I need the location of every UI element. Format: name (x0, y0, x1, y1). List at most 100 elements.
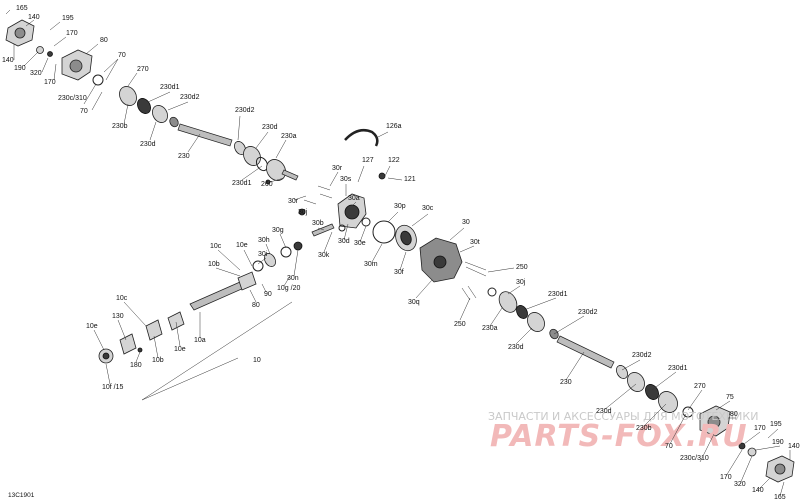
cover-bolts (303, 185, 333, 205)
prop-bearing (293, 241, 303, 251)
lower-outer-boot (627, 372, 645, 392)
lower-seal (487, 287, 497, 297)
callout-230b: 230b (112, 123, 128, 130)
washer (47, 51, 53, 57)
callout-230c-310: 230c/310 (680, 455, 709, 462)
inner-cv-joint (266, 159, 286, 181)
cv-joint-boot-outer (119, 86, 137, 106)
callout-30i: 30i (258, 251, 268, 258)
lower-drive-shaft-assembly (487, 287, 795, 483)
callout-10g-20: 10g /20 (277, 285, 300, 292)
callout-170: 170 (754, 425, 766, 432)
u-joint-yoke (145, 319, 163, 341)
callout-270: 270 (694, 383, 706, 390)
callout-180: 180 (130, 362, 142, 369)
callout-80: 80 (730, 411, 738, 418)
callout-230d1: 230d1 (668, 365, 688, 372)
axle-shaft-lower (556, 335, 615, 369)
callout-230d1: 230d1 (160, 84, 180, 91)
vent-hose (344, 129, 379, 147)
callout-10c: 10c (116, 295, 128, 302)
u-joint-cross (119, 333, 137, 355)
front-differential-assembly (298, 129, 487, 301)
callout-30d: 30d (338, 238, 350, 245)
callout-30t: 30t (470, 239, 480, 246)
vent-fitting (378, 172, 386, 180)
prop-coupler (264, 253, 276, 267)
callout-70: 70 (665, 443, 673, 450)
watermark-logo: PARTS-FOX.RU (490, 419, 748, 454)
cv-clamp-small (169, 116, 179, 128)
housing-bolts (464, 261, 487, 277)
callout-250: 250 (454, 321, 466, 328)
callout-30e: 30e (354, 240, 366, 247)
callout-230d2: 230d2 (632, 352, 652, 359)
prop-washer (280, 246, 292, 258)
callout-10c: 10c (210, 243, 222, 250)
callout-230a: 230a (482, 325, 498, 332)
callout-230d1: 230d1 (232, 180, 252, 187)
callout-30k: 30k (318, 252, 330, 259)
callout-30: 30 (462, 219, 470, 226)
watermark-line: ЗАПЧАСТИ И АКСЕССУАРЫ ДЛЯ МОТОТЕХНИКИ (488, 410, 758, 423)
callout-labels: 165 140 195 170 80 140 190 320 170 70 27… (2, 5, 800, 501)
callout-10e: 10e (236, 242, 248, 249)
nut-ring (36, 46, 44, 54)
callout-250: 250 (516, 264, 528, 271)
cover-bore (344, 204, 360, 220)
callout-122: 122 (388, 157, 400, 164)
lower-washer (738, 442, 746, 450)
lower-hub-center (774, 463, 786, 475)
cv-boot (152, 105, 168, 123)
lower-inner-cv (498, 291, 518, 313)
callout-230d: 230d (596, 408, 612, 415)
knuckle-bore (69, 59, 83, 73)
axle-shaft-upper (177, 123, 233, 147)
callout-320: 320 (734, 481, 746, 488)
callout-170: 170 (720, 474, 732, 481)
callout-140: 140 (752, 487, 764, 494)
lower-outer-cv (658, 391, 678, 413)
callout-230d: 230d (262, 124, 278, 131)
callout-30g: 30g (272, 227, 284, 234)
lower-nut (747, 447, 757, 457)
callout-230d2: 230d2 (180, 94, 200, 101)
callout-260: 260 (261, 181, 273, 188)
callout-230b: 230b (636, 425, 652, 432)
u-joint-clip (137, 347, 143, 353)
callout-90: 90 (264, 291, 272, 298)
callout-10: 10 (253, 357, 261, 364)
callout-10b: 10b (208, 261, 220, 268)
callout-195: 195 (770, 421, 782, 428)
housing-studs (461, 285, 477, 301)
ring-gear-hub (400, 230, 412, 246)
callout-130: 130 (112, 313, 124, 320)
callout-170: 170 (44, 79, 56, 86)
prop-yoke (237, 271, 257, 291)
callout-30q: 30q (408, 299, 420, 306)
upper-drive-shaft-assembly (5, 19, 299, 185)
lower-clamp (516, 305, 528, 319)
callout-230a: 230a (281, 133, 297, 140)
propeller-shaft-assembly (98, 241, 303, 401)
callout-230d: 230d (508, 344, 524, 351)
diagram-code: 13C1901 (8, 492, 35, 499)
callout-70: 70 (118, 52, 126, 59)
cv-boot-clamp (137, 98, 151, 114)
o-ring-large (372, 220, 396, 244)
lower-boot-ring (645, 384, 659, 400)
callout-75: 75 (726, 394, 734, 401)
prop-flange-center (102, 352, 110, 360)
callout-30h: 30h (258, 237, 270, 244)
callout-30s: 30s (340, 176, 352, 183)
callout-165: 165 (16, 5, 28, 12)
leader-lines (5, 9, 791, 497)
callout-230d2: 230d2 (578, 309, 598, 316)
callout-121: 121 (404, 176, 416, 183)
inner-boot-ring (255, 156, 269, 172)
inner-stub-shaft (281, 169, 299, 181)
hub-center (14, 27, 26, 39)
callout-165: 165 (774, 494, 786, 501)
